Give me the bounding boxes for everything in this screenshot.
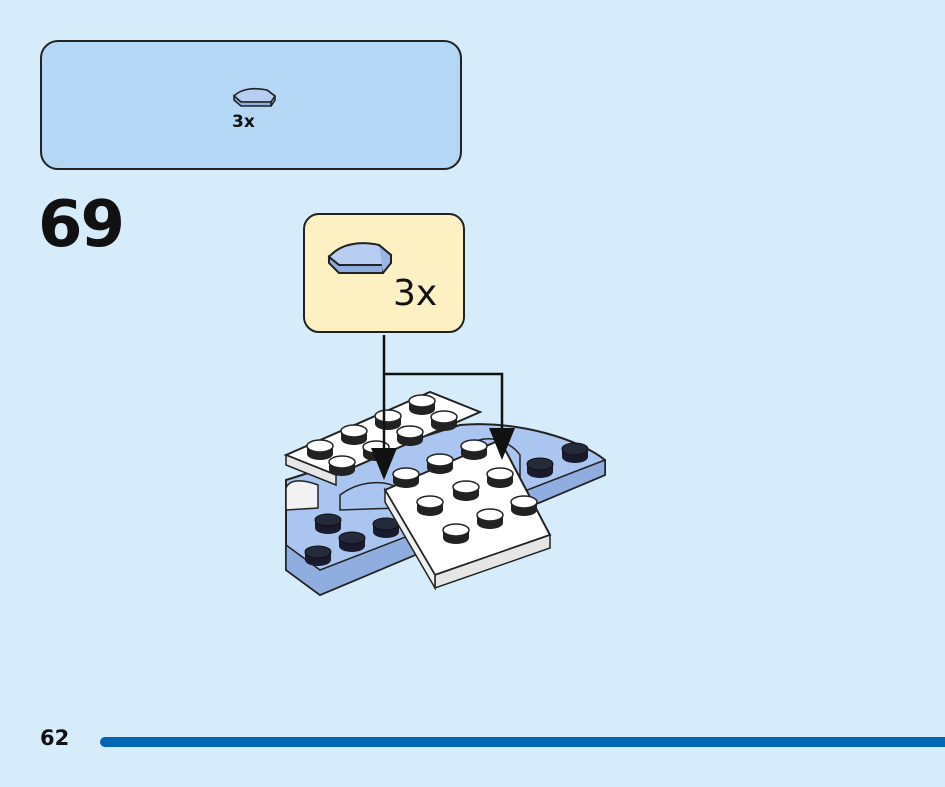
- parts-list-panel: 3x: [40, 40, 462, 170]
- quarter-round-tile-icon: [231, 86, 279, 114]
- page-progress-bar: [100, 737, 945, 747]
- model-illustration: [283, 335, 606, 597]
- white-plate-front: [383, 438, 552, 591]
- placement-arrows: [371, 335, 515, 480]
- callout-count: 3x: [393, 273, 438, 314]
- parts-list-count: 3x: [232, 112, 255, 132]
- quarter-round-tile-icon: [325, 239, 397, 283]
- page-number: 62: [40, 726, 70, 750]
- step-number: 69: [38, 188, 125, 262]
- sub-step-callout: 3x: [303, 213, 465, 333]
